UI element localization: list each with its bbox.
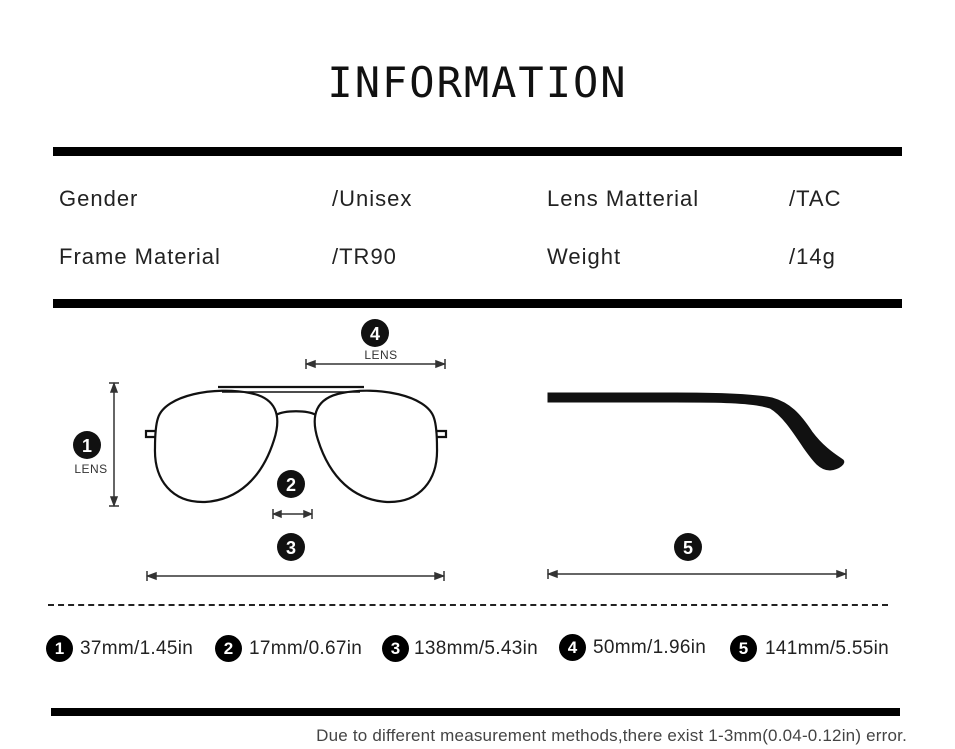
dimension-1: [109, 381, 119, 508]
measurement-2: 2 17mm/0.67in: [215, 635, 362, 662]
dimension-4: [304, 359, 447, 369]
measurement-4: 4 50mm/1.96in: [559, 634, 706, 661]
middle-divider: [53, 299, 902, 308]
measurement-3-value: 138mm/5.43in: [414, 637, 539, 659]
bottom-divider: [51, 708, 900, 716]
measurement-3-badge: 3: [382, 635, 409, 662]
weight-label: Weight: [547, 244, 622, 269]
measurements-bottom-divider: [48, 682, 886, 688]
measurement-3: 3 138mm/5.43in: [382, 635, 538, 662]
marker-3-circle: [277, 533, 305, 561]
measurement-error-note: Due to different measurement methods,the…: [316, 726, 907, 745]
glasses-front-view: [144, 385, 448, 504]
marker-2-circle: [277, 470, 305, 498]
measurement-5: 5 141mm/5.55in: [730, 635, 889, 662]
gender-value: /Unisex: [332, 186, 413, 211]
marker-5-circle: [674, 533, 702, 561]
measurement-4-value: 50mm/1.96in: [593, 636, 707, 658]
measurement-2-badge: 2: [215, 635, 242, 662]
measurement-4-badge: 4: [559, 634, 586, 661]
measurement-5-badge: 5: [730, 635, 757, 662]
marker-1-circle: [73, 431, 101, 459]
top-divider: [53, 147, 902, 156]
lens-material-label: Lens Matterial: [547, 186, 700, 211]
weight-value: /14g: [789, 244, 836, 269]
marker-1-number: 1: [82, 436, 92, 456]
frame-material-label: Frame Material: [59, 244, 221, 269]
gender-label: Gender: [59, 186, 139, 211]
marker-4-number: 4: [370, 324, 380, 344]
measurement-2-value: 17mm/0.67in: [249, 637, 363, 659]
lens-label-4: LENS: [364, 348, 397, 362]
measurement-1: 1 37mm/1.45in: [46, 635, 193, 662]
marker-2-number: 2: [286, 475, 296, 495]
dimension-3: [145, 571, 446, 581]
frame-material-value: /TR90: [332, 244, 397, 269]
lens-material-value: /TAC: [789, 186, 842, 211]
dimension-5: [546, 569, 848, 579]
dimension-2: [272, 509, 313, 519]
temple-side-view: [547, 392, 845, 471]
marker-4-circle: [361, 319, 389, 347]
marker-3-number: 3: [286, 538, 296, 558]
measurement-1-badge: 1: [46, 635, 73, 662]
page-title: INFORMATION: [327, 58, 628, 107]
lens-label-1: LENS: [74, 462, 107, 476]
measurements-top-divider: [48, 604, 888, 606]
marker-5-number: 5: [683, 538, 693, 558]
measurement-1-value: 37mm/1.45in: [80, 637, 194, 659]
measurement-5-value: 141mm/5.55in: [765, 637, 890, 659]
